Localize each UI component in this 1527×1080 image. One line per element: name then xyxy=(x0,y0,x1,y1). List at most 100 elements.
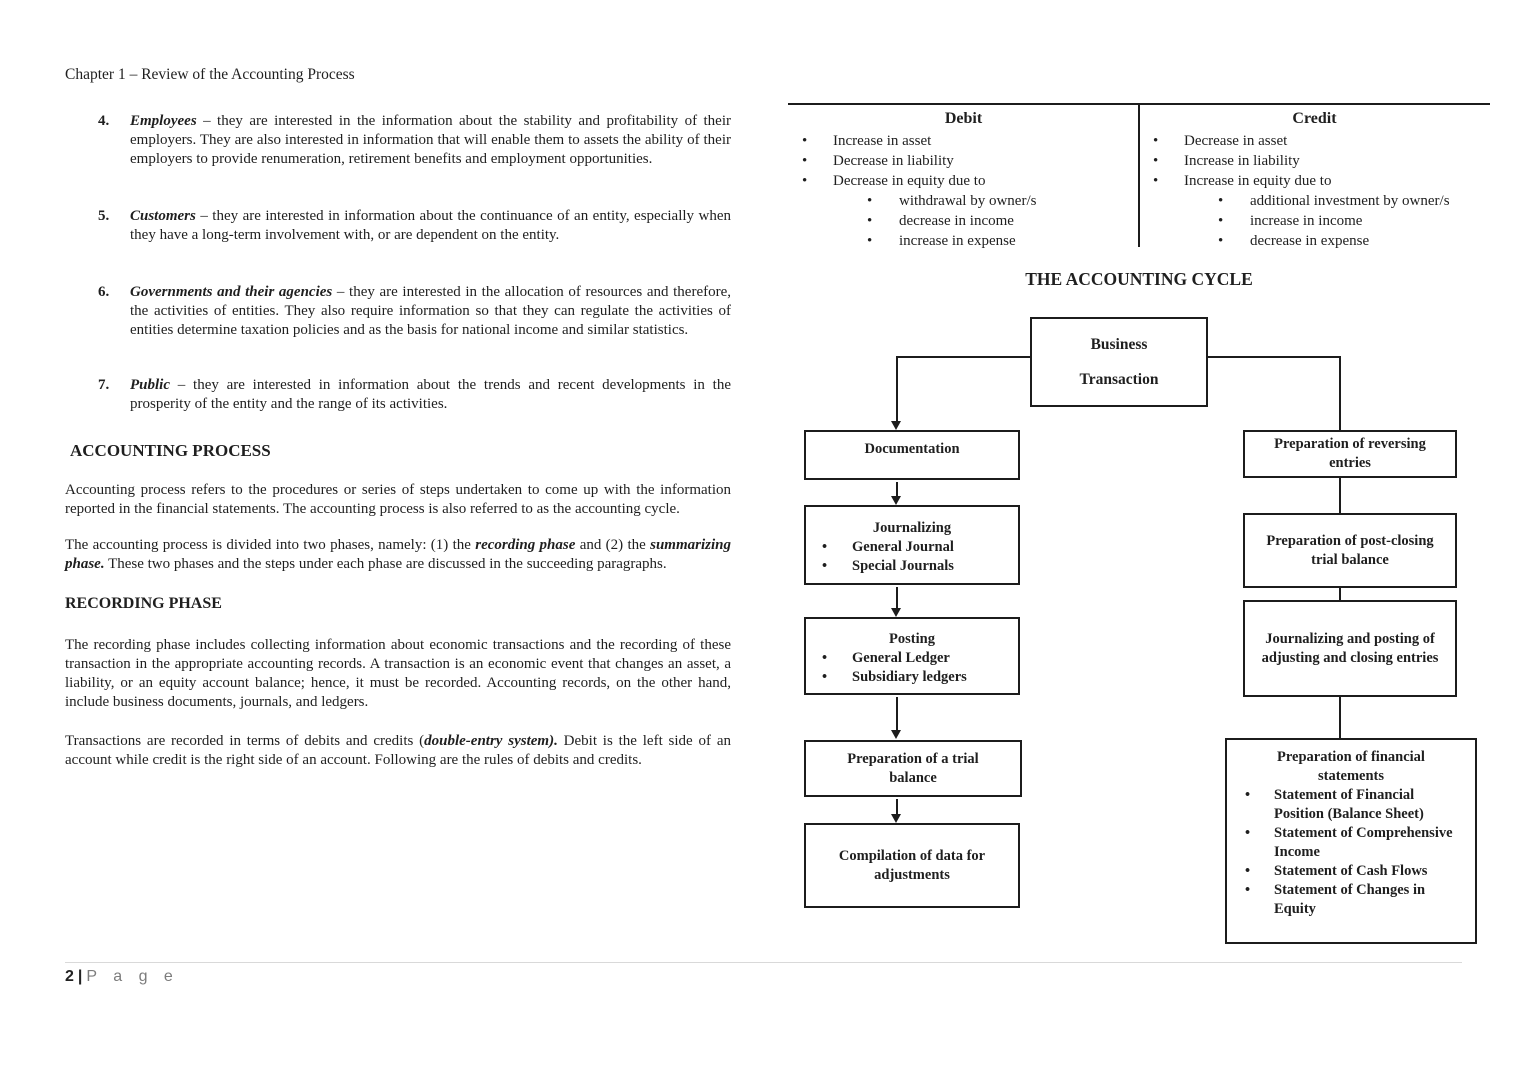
flow-box-journalizing: Journalizing General Journal Special Jou… xyxy=(804,505,1020,585)
credit-column: Credit Decrease in asset Increase in lia… xyxy=(1139,105,1490,253)
paragraph-accounting-process-2: The accounting process is divided into t… xyxy=(65,537,731,572)
flow-box-bullet: Statement of Financial Position (Balance… xyxy=(1227,786,1475,824)
table-column-divider xyxy=(1138,105,1140,247)
debit-column: Debit Increase in asset Decrease in liab… xyxy=(788,105,1139,253)
debit-item-text: Increase in asset xyxy=(833,133,932,149)
connector-line xyxy=(896,356,898,421)
bullet-icon xyxy=(1218,211,1250,231)
flow-box-title: Journalizing xyxy=(872,520,952,536)
credit-subitem: increase in income xyxy=(1139,211,1490,231)
credit-item: Increase in liability xyxy=(1139,151,1490,171)
debit-subitem: decrease in income xyxy=(788,211,1139,231)
bullet-icon xyxy=(1153,171,1184,191)
credit-subitem-text: additional investment by owner/s xyxy=(1250,193,1450,209)
numbered-list-item: 7. Public – they are interested in infor… xyxy=(65,376,731,414)
debit-item: Decrease in equity due to xyxy=(788,171,1139,191)
bullet-icon xyxy=(822,668,852,687)
connector-line xyxy=(1208,356,1340,358)
flow-bullet-text: Statement of Cash Flows xyxy=(1274,863,1428,879)
bullet-icon xyxy=(867,191,899,211)
connector-line xyxy=(896,356,1030,358)
arrowhead-icon xyxy=(891,608,901,617)
paragraph-recording-phase-1: The recording phase includes collecting … xyxy=(65,637,731,710)
bullet-icon xyxy=(867,211,899,231)
debit-item: Increase in asset xyxy=(788,131,1139,151)
flow-box-bullet: Subsidiary ledgers xyxy=(806,668,1018,687)
debit-subitem-text: decrease in income xyxy=(899,213,1014,229)
bullet-icon xyxy=(802,131,833,151)
connector-line xyxy=(896,697,898,731)
connector-line xyxy=(1339,588,1341,600)
credit-item-text: Increase in equity due to xyxy=(1184,173,1332,189)
connector-line xyxy=(896,587,898,609)
bullet-icon xyxy=(1245,786,1274,824)
bullet-icon xyxy=(867,231,899,251)
arrowhead-icon xyxy=(891,421,901,430)
credit-subitem: additional investment by owner/s xyxy=(1139,191,1490,211)
footer-separator: | xyxy=(77,968,83,985)
connector-line xyxy=(1339,697,1341,738)
debit-item-text: Decrease in liability xyxy=(833,153,954,169)
flow-box-bullet: Statement of Comprehensive Income xyxy=(1227,824,1475,862)
item-text: Governments and their agencies – they ar… xyxy=(130,284,731,338)
debit-subitem-text: increase in expense xyxy=(899,233,1016,249)
arrowhead-icon xyxy=(891,814,901,823)
bullet-icon xyxy=(1153,151,1184,171)
flow-box-title: Preparation of financial statements xyxy=(1277,749,1425,784)
numbered-list-item: 6. Governments and their agencies – they… xyxy=(65,283,731,340)
left-column: 4. Employees – they are interested in th… xyxy=(65,105,731,770)
flow-box-title: Preparation of a trial balance xyxy=(847,750,979,786)
bullet-icon xyxy=(1245,881,1274,919)
flow-box-title: Transaction xyxy=(1079,371,1159,388)
flow-bullet-text: General Journal xyxy=(852,539,954,555)
flow-bullet-text: Statement of Financial Position (Balance… xyxy=(1274,787,1424,822)
flow-bullet-text: Statement of Changes in Equity xyxy=(1274,882,1426,917)
flow-bullet-text: General Ledger xyxy=(852,650,950,666)
flow-box-business-transaction: Business Transaction xyxy=(1030,317,1208,407)
cycle-diagram-title: THE ACCOUNTING CYCLE xyxy=(1025,269,1253,289)
flow-box-documentation: Documentation xyxy=(804,430,1020,480)
flow-bullet-text: Statement of Comprehensive Income xyxy=(1274,825,1453,860)
item-number: 7. xyxy=(98,377,110,393)
bullet-icon xyxy=(1218,231,1250,251)
flow-box-title: Documentation xyxy=(864,441,960,457)
arrowhead-icon xyxy=(891,496,901,505)
flow-box-title: Preparation of post-closing trial balanc… xyxy=(1266,532,1434,568)
flow-box-reversing-entries: Preparation of reversing entries xyxy=(1243,430,1457,478)
credit-subitem-text: increase in income xyxy=(1250,213,1363,229)
item-number: 5. xyxy=(98,208,110,224)
debit-subitem: withdrawal by owner/s xyxy=(788,191,1139,211)
flow-box-title: Posting xyxy=(889,631,935,647)
flow-box-bullet: General Journal xyxy=(806,538,1018,557)
credit-item-text: Decrease in asset xyxy=(1184,133,1288,149)
credit-subitem: decrease in expense xyxy=(1139,231,1490,251)
credit-subitem-text: decrease in expense xyxy=(1250,233,1370,249)
connector-line xyxy=(896,482,898,497)
bullet-icon xyxy=(1245,824,1274,862)
bullet-icon xyxy=(822,649,852,668)
debit-subitem: increase in expense xyxy=(788,231,1139,251)
flow-box-bullet: Statement of Changes in Equity xyxy=(1227,881,1475,919)
bullet-icon xyxy=(1245,862,1274,881)
page-footer: 2|P a g e xyxy=(65,968,179,986)
connector-line xyxy=(1339,356,1341,430)
debit-credit-table: Debit Increase in asset Decrease in liab… xyxy=(788,103,1490,253)
flow-box-bullet: Statement of Cash Flows xyxy=(1227,862,1475,881)
debit-item: Decrease in liability xyxy=(788,151,1139,171)
debit-item-text: Decrease in equity due to xyxy=(833,173,986,189)
paragraph-accounting-process-1: Accounting process refers to the procedu… xyxy=(65,482,731,517)
bullet-icon xyxy=(822,557,852,576)
flow-box-title: Preparation of reversing entries xyxy=(1274,436,1426,471)
page-number: 2 xyxy=(65,968,74,985)
flow-box-financial-statements: Preparation of financial statements Stat… xyxy=(1225,738,1477,944)
credit-header: Credit xyxy=(1292,110,1337,127)
arrowhead-icon xyxy=(891,730,901,739)
flow-bullet-text: Special Journals xyxy=(852,558,954,574)
flow-box-bullet: Special Journals xyxy=(806,557,1018,576)
flow-box-title: Compilation of data for adjustments xyxy=(838,847,986,883)
flow-box-posting: Posting General Ledger Subsidiary ledger… xyxy=(804,617,1020,695)
flow-box-adjusting-closing-entries: Journalizing and posting of adjusting an… xyxy=(1243,600,1457,697)
item-text: Customers – they are interested in infor… xyxy=(130,208,731,243)
chapter-header: Chapter 1 – Review of the Accounting Pro… xyxy=(65,66,355,83)
